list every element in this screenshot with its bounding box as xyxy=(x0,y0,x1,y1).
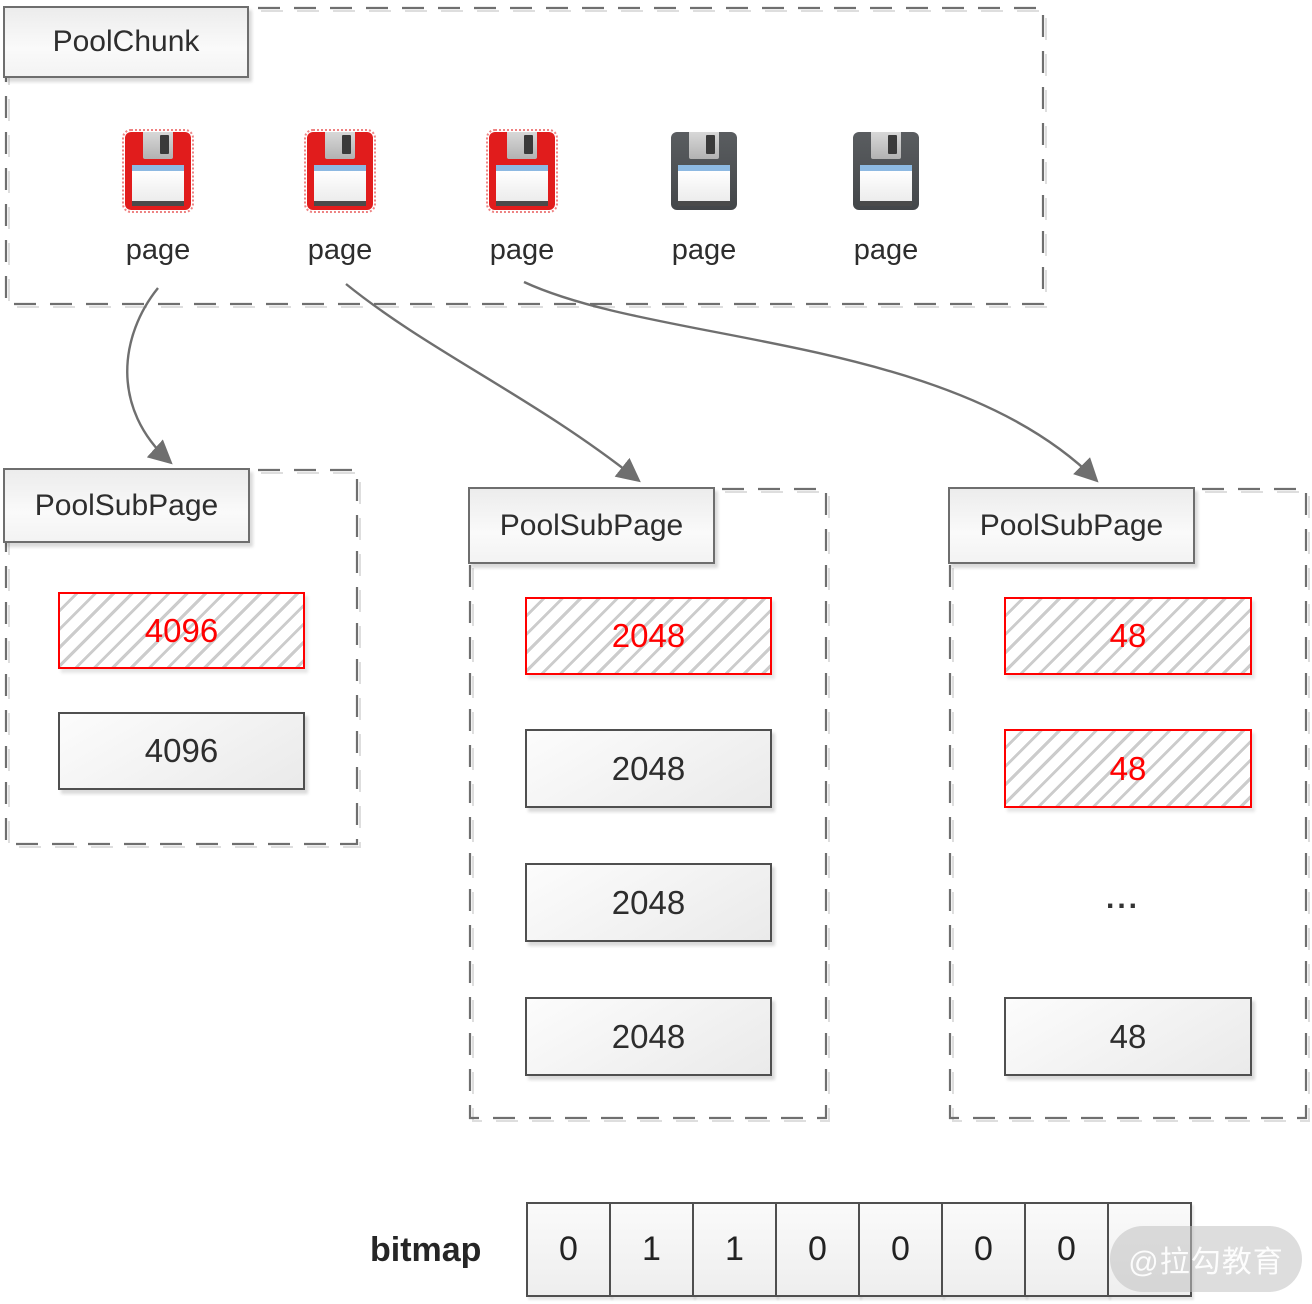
floppy-slot xyxy=(706,135,715,154)
floppy-label-area xyxy=(314,165,366,201)
memory-block-free: 48 xyxy=(1004,997,1252,1076)
page-label: page xyxy=(489,234,555,266)
floppy-disk-icon xyxy=(122,129,194,213)
floppy-label-area xyxy=(678,165,730,201)
bitmap-cell-7: 0 xyxy=(1024,1202,1109,1297)
floppy-bottom-lip xyxy=(678,201,730,206)
poolchunk-title-label: PoolChunk xyxy=(52,25,200,58)
bitmap-cell-4: 0 xyxy=(775,1202,860,1297)
memory-block-free: 4096 xyxy=(58,712,305,790)
arrow-page3-to-subpage3 xyxy=(523,280,1099,483)
block-value: 2048 xyxy=(611,617,686,654)
floppy-slot xyxy=(524,135,533,154)
poolchunk-dashed-border xyxy=(4,6,1045,306)
floppy-bottom-lip xyxy=(314,201,366,206)
floppy-slot xyxy=(160,135,169,154)
poolchunk-title-box: PoolChunk xyxy=(3,6,249,78)
floppy-label-area xyxy=(132,165,184,201)
block-value: 48 xyxy=(1109,1017,1147,1055)
page-label: page xyxy=(671,234,737,266)
page-item-1: page xyxy=(96,129,220,267)
block-value: 2048 xyxy=(611,883,686,921)
arrow-page1-to-subpage1 xyxy=(126,287,173,465)
memory-block-free: 2048 xyxy=(525,997,772,1076)
memory-block-free: 2048 xyxy=(525,729,772,808)
memory-block-allocated: 48 xyxy=(1004,729,1252,808)
floppy-bottom-lip xyxy=(860,201,912,206)
bitmap-cell-6: 0 xyxy=(941,1202,1026,1297)
page-label: page xyxy=(307,234,373,266)
block-value: 2048 xyxy=(611,1017,686,1055)
block-value: 4096 xyxy=(144,732,219,769)
floppy-disk-icon xyxy=(671,132,737,210)
floppy-label-area xyxy=(496,165,548,201)
page-label: page xyxy=(125,234,191,266)
floppy-label-area xyxy=(860,165,912,201)
floppy-shutter xyxy=(689,132,719,159)
bitmap-cell-2: 1 xyxy=(609,1202,694,1297)
poolsubpage1-title-box: PoolSubPage xyxy=(3,468,250,543)
poolsubpage2-title-box: PoolSubPage xyxy=(468,487,715,564)
floppy-shutter xyxy=(507,132,537,159)
memory-block-allocated: 4096 xyxy=(58,592,305,669)
block-value: 48 xyxy=(1109,749,1147,787)
memory-block-allocated: 2048 xyxy=(525,597,772,675)
floppy-shutter xyxy=(325,132,355,159)
poolsubpage2-dashed-border xyxy=(468,487,828,1120)
floppy-disk-icon xyxy=(304,129,376,213)
watermark-badge: @拉勾教育 xyxy=(1110,1226,1302,1292)
page-item-4: page xyxy=(642,132,766,267)
floppy-bottom-lip xyxy=(496,201,548,206)
poolsubpage2-title-label: PoolSubPage xyxy=(499,508,684,542)
bitmap-cell-5: 0 xyxy=(858,1202,943,1297)
floppy-shutter xyxy=(871,132,901,159)
page-item-3: page xyxy=(460,129,584,267)
floppy-slot xyxy=(342,135,351,154)
floppy-slot xyxy=(888,135,897,154)
arrow-page2-to-subpage2 xyxy=(345,283,641,483)
memory-block-free: 2048 xyxy=(525,863,772,942)
poolsubpage3-dashed-border xyxy=(948,487,1308,1120)
page-item-2: page xyxy=(278,129,402,267)
poolsubpage3-title-label: PoolSubPage xyxy=(979,508,1164,542)
ellipsis-label: ... xyxy=(1106,882,1141,915)
page-label: page xyxy=(853,234,919,266)
block-value: 48 xyxy=(1109,617,1147,654)
bitmap-row: 0 1 1 0 0 0 0 xyxy=(526,1202,1192,1297)
bitmap-label: bitmap xyxy=(370,1231,482,1269)
floppy-shutter xyxy=(143,132,173,159)
floppy-disk-icon xyxy=(486,129,558,213)
bitmap-cell-3: 1 xyxy=(692,1202,777,1297)
block-value: 4096 xyxy=(144,611,219,649)
poolsubpage1-dashed-border xyxy=(4,468,359,846)
poolsubpage1-title-label: PoolSubPage xyxy=(34,488,219,522)
floppy-disk-icon xyxy=(853,132,919,210)
poolsubpage3-title-box: PoolSubPage xyxy=(948,487,1195,564)
block-value: 2048 xyxy=(611,749,686,787)
page-item-5: page xyxy=(824,132,948,267)
bitmap-cell-1: 0 xyxy=(526,1202,611,1297)
floppy-bottom-lip xyxy=(132,201,184,206)
memory-block-allocated: 48 xyxy=(1004,597,1252,675)
